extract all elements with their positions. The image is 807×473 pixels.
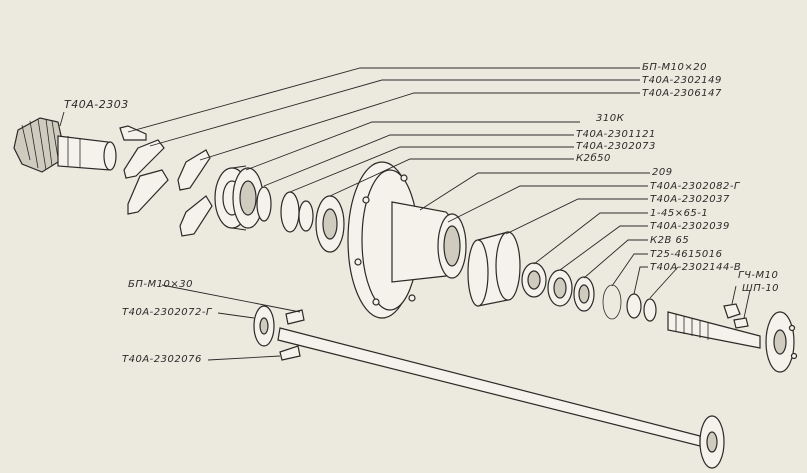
label-plate-1: Т40А-2302149 <box>642 75 722 86</box>
label-t40-8: Т40А-2302144-В <box>650 262 741 273</box>
label-310k: 310К <box>596 113 625 124</box>
label-pin: ШП-10 <box>742 283 779 294</box>
label-bolt-left: БП-М10×30 <box>128 279 193 290</box>
leader-lines <box>59 67 751 361</box>
label-ring-a: Т40А-2302037 <box>650 194 730 205</box>
bearing-209 <box>315 195 345 253</box>
nut-and-pin <box>723 303 749 329</box>
label-k2865: К2В 65 <box>650 235 689 246</box>
label-shaft-bolt: Т40А-2302076 <box>122 354 202 365</box>
label-gear: Т40А-2303 <box>64 98 129 111</box>
long-axle <box>253 305 725 469</box>
label-t25: Т25-4615016 <box>650 249 722 260</box>
label-cup-2: Т40А-2302073 <box>576 141 656 152</box>
label-nut: ГЧ-М10 <box>738 270 778 281</box>
locking-plates <box>119 125 213 237</box>
label-cup-1: Т40А-2301121 <box>576 129 656 140</box>
cup-ring-1 <box>280 191 300 233</box>
ring-a-hole <box>527 270 541 290</box>
circlip <box>602 284 622 320</box>
ring-c-hole <box>578 284 590 304</box>
sleeve <box>467 231 521 307</box>
label-bolt-top: БП-М10×20 <box>642 62 707 73</box>
half-shaft-splined <box>667 311 798 373</box>
label-hub: Т40А-2302082-Г <box>650 181 741 192</box>
bevel-gear <box>13 117 117 173</box>
label-flange: Т40А-2302072-Г <box>122 307 213 318</box>
spacer-ring-1 <box>256 186 272 222</box>
label-ring-b: 1-45×65-1 <box>650 208 708 219</box>
label-plate-2: Т40А-2306147 <box>642 88 722 99</box>
washer-2 <box>643 298 657 322</box>
wheel-hub <box>347 161 467 319</box>
labels: Т40А-2303 БП-М10×20 Т40А-2302149 Т40А-23… <box>64 62 779 365</box>
label-ring-c: Т40А-2302039 <box>650 221 730 232</box>
ring-b-hole <box>553 277 567 299</box>
bearing-310k <box>214 165 264 231</box>
washer-1 <box>626 293 642 319</box>
label-209: 209 <box>652 167 673 178</box>
cup-ring-2 <box>298 200 314 232</box>
label-k2650: К2б50 <box>576 152 611 164</box>
